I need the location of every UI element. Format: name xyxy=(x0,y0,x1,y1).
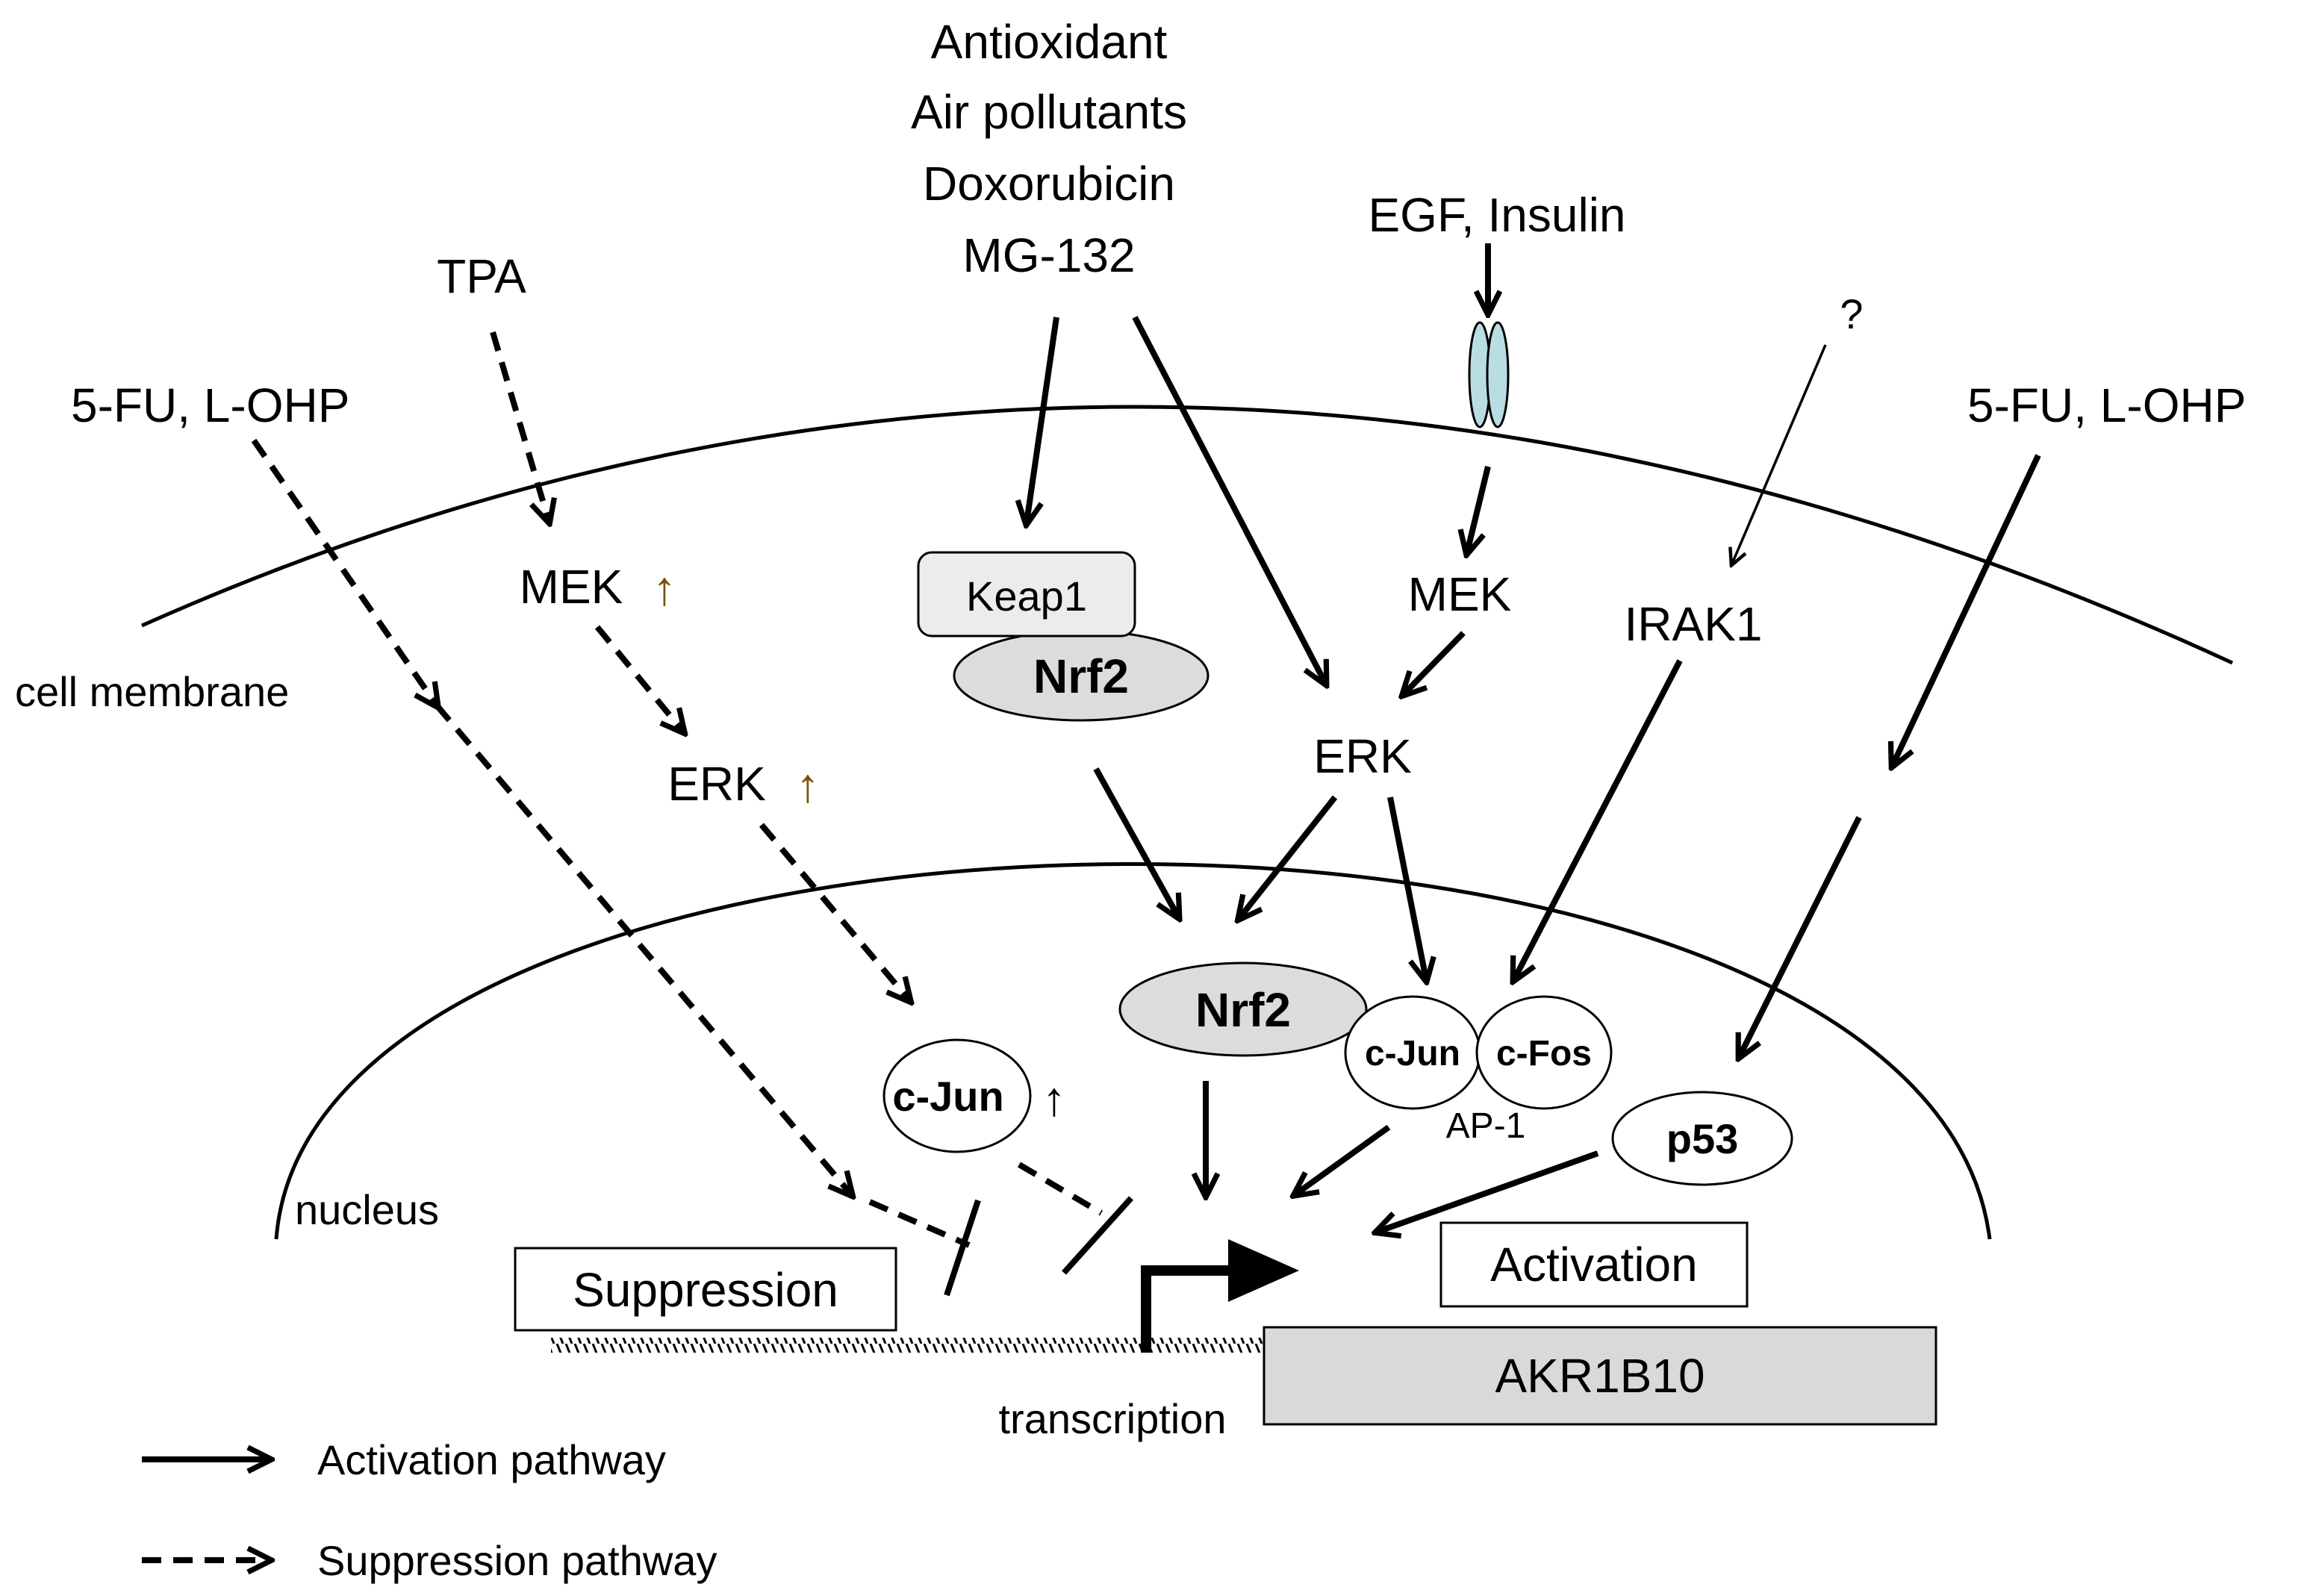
inhibit-cjun-up xyxy=(1017,1162,1133,1275)
arrow-stimuli-to-erk xyxy=(1132,316,1325,683)
transcription-start-arrow xyxy=(1141,1239,1299,1353)
arrow-erk-to-cjun xyxy=(1387,797,1426,979)
stimulus-egf-insulin: EGF, Insulin xyxy=(1368,188,1625,242)
suppression-box xyxy=(514,1247,897,1332)
arrow-nrf2-to-nrf2-nucleus xyxy=(1093,767,1178,917)
cell-membrane-line xyxy=(140,405,2234,665)
ap1-complex: c-Jun c-Fos AP-1 xyxy=(1344,995,1613,1146)
stimulus-center-line3: Doxorubicin xyxy=(923,157,1175,211)
erk-up-arrow: ↑ xyxy=(796,758,820,812)
stimulus-5fu-right: 5-FU, L-OHP xyxy=(1967,378,2246,432)
arrow-irak1-to-cfos xyxy=(1514,659,1683,979)
stimulus-center-line4: MG-132 xyxy=(962,228,1135,282)
receptor-icon xyxy=(1468,321,1510,428)
arrow-receptor-to-mek xyxy=(1467,466,1491,552)
legend: Activation pathway Suppression pathway xyxy=(142,1436,717,1584)
keap1-node xyxy=(917,551,1136,638)
stimulus-5fu-left: 5-FU, L-OHP xyxy=(71,378,349,432)
akr1b10-gene-box xyxy=(1263,1326,1937,1426)
akr1b10-label: AKR1B10 xyxy=(1495,1349,1705,1403)
mek-up-arrow: ↑ xyxy=(653,561,676,615)
mek-label: MEK xyxy=(1408,567,1512,621)
arrow-unknown-to-irak1 xyxy=(1732,344,1827,564)
activation-label: Activation xyxy=(1490,1238,1697,1291)
cjun-label: c-Jun xyxy=(1365,1034,1460,1073)
arrow-erk-to-nrf2-nucleus xyxy=(1239,795,1338,918)
legend-suppression-label: Suppression pathway xyxy=(317,1537,717,1584)
arrow-mek-to-erk-up xyxy=(594,625,683,732)
cjun-up-arrow: ↑ xyxy=(1042,1072,1066,1126)
arrow-mid-to-p53 xyxy=(1740,816,1862,1056)
transcription-label: transcription xyxy=(998,1395,1226,1442)
inhibit-5fu-left xyxy=(868,1199,981,1297)
dna-strand xyxy=(551,1338,1264,1353)
cjun-up-label: c-Jun xyxy=(892,1073,1003,1120)
suppression-label: Suppression xyxy=(573,1263,838,1317)
cfos-label: c-Fos xyxy=(1496,1034,1592,1073)
arrow-5fu-left-into-nucleus xyxy=(434,703,851,1194)
p53-node: p53 xyxy=(1611,1091,1793,1186)
erk-up-label: ERK xyxy=(667,757,766,811)
nucleus-label: nucleus xyxy=(295,1186,439,1233)
keap1-label: Keap1 xyxy=(966,573,1087,620)
arrow-p53-to-promoter xyxy=(1377,1150,1599,1232)
cell-membrane-label: cell membrane xyxy=(15,668,289,715)
cfos-node xyxy=(1475,995,1613,1110)
erk-label: ERK xyxy=(1313,729,1412,783)
irak1-label: IRAK1 xyxy=(1625,597,1763,651)
arrow-tpa-to-mek xyxy=(490,331,549,521)
nrf2-nucleus-node: Nrf2 xyxy=(1118,961,1368,1057)
stimulus-center-line1: Antioxidant xyxy=(931,15,1168,69)
arrow-stimuli-to-keap1 xyxy=(1027,317,1059,523)
legend-activation-label: Activation pathway xyxy=(317,1436,666,1483)
stimulus-tpa: TPA xyxy=(437,249,526,303)
ap1-label: AP-1 xyxy=(1446,1106,1526,1146)
stimulus-center-line2: Air pollutants xyxy=(911,85,1187,139)
p53-label: p53 xyxy=(1666,1115,1739,1162)
nucleus-membrane-line xyxy=(274,862,1992,1240)
arrow-mek-to-erk xyxy=(1404,631,1466,694)
stimulus-unknown: ? xyxy=(1840,290,1863,337)
mek-up-label: MEK xyxy=(520,560,623,614)
cjun-up-node: c-Jun ↑ xyxy=(882,1038,1066,1153)
nrf2-cytoplasm-label: Nrf2 xyxy=(1033,649,1129,703)
keap1-nrf2-complex: Keap1 Nrf2 xyxy=(917,551,1210,722)
arrow-ap1-to-promoter xyxy=(1295,1124,1391,1194)
arrow-5fu-left-to-nucleus xyxy=(251,438,437,705)
arrow-erk-up-to-cjun xyxy=(759,823,909,1000)
arrow-5fu-right-to-mid xyxy=(1893,454,2041,765)
nrf2-nucleus-label: Nrf2 xyxy=(1195,983,1291,1037)
activation-box xyxy=(1439,1221,1749,1308)
